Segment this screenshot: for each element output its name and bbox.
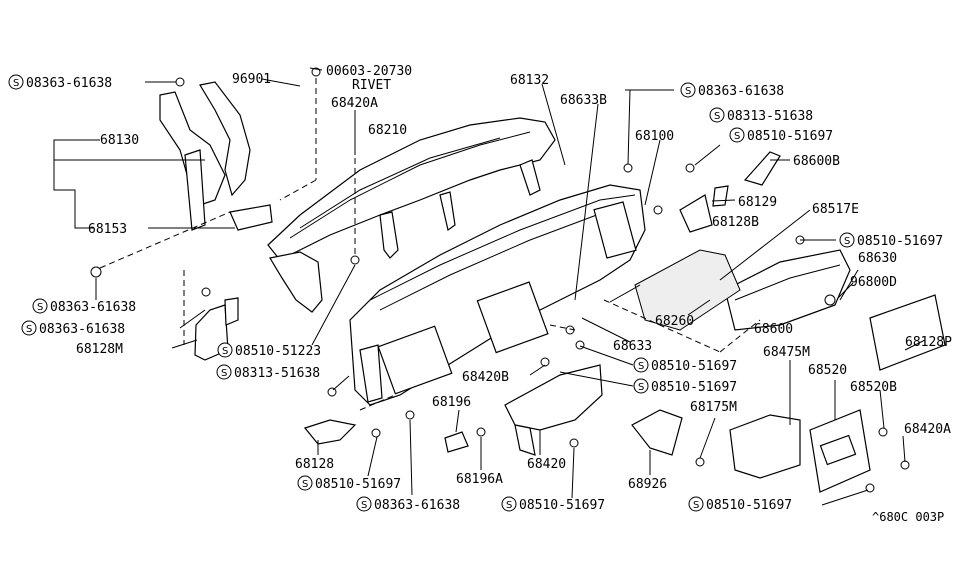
label-68520b: 68520B [850, 380, 897, 395]
label-08363-61638: 08363-61638 [50, 300, 136, 315]
bezel-68520-part [809, 409, 871, 493]
label-68517e: 68517E [812, 202, 859, 217]
figure-code: ^680C 003P [872, 510, 944, 524]
bracket-68600b-part [743, 151, 781, 186]
meter-cover-68420-part [504, 364, 603, 456]
label-68600: 68600 [754, 322, 793, 337]
label-68128p: 68128P [905, 335, 952, 350]
side-panel-68128p-part [869, 294, 946, 371]
label-rivet: RIVET [352, 78, 391, 93]
label-68130: 68130 [100, 133, 139, 148]
screw-symbol: S [638, 361, 644, 372]
label-68175m: 68175M [690, 400, 737, 415]
label-00603-20730: 00603-20730 [326, 64, 412, 79]
leader-lines [53, 67, 926, 506]
label-68633b: 68633B [560, 93, 607, 108]
label-08363-61638: 08363-61638 [39, 322, 125, 337]
label-68260: 68260 [655, 314, 694, 329]
screw-symbol: S [361, 500, 367, 511]
screw-symbol: S [506, 500, 512, 511]
left-bracket-part [159, 81, 273, 231]
label-68926: 68926 [628, 477, 667, 492]
label-08510-51697: 08510-51697 [706, 498, 792, 513]
label-08363-61638: 08363-61638 [26, 76, 112, 91]
screw-symbol: S [221, 368, 227, 379]
screw-symbol: S [13, 78, 19, 89]
bracket-68128-part [303, 419, 357, 445]
screw-symbol: S [693, 500, 699, 511]
screw-symbols: S S S S S S S S S S S S S S S [8, 74, 855, 512]
screw-symbol: S [638, 382, 644, 393]
dashboard-body-part [349, 184, 646, 406]
label-68128: 68128 [295, 457, 334, 472]
label-08510-51223: 08510-51223 [235, 344, 321, 359]
fasteners [90, 67, 910, 493]
glovebox-part [634, 249, 851, 331]
label-08363-61638: 08363-61638 [374, 498, 460, 513]
label-68128m: 68128M [76, 342, 123, 357]
label-68420a: 68420A [331, 96, 378, 111]
screw-symbol: S [302, 479, 308, 490]
pocket-68475m-part [729, 414, 801, 479]
screw-symbol: S [844, 236, 850, 247]
label-08510-51697: 08510-51697 [651, 359, 737, 374]
screw-symbol: S [26, 324, 32, 335]
label-96901: 96901 [232, 72, 271, 87]
label-08363-61638: 08363-61638 [698, 84, 784, 99]
label-68153: 68153 [88, 222, 127, 237]
screw-symbol: S [714, 111, 720, 122]
clip-68196-part [444, 431, 469, 453]
label-68196: 68196 [432, 395, 471, 410]
label-68100: 68100 [635, 129, 674, 144]
label-68132: 68132 [510, 73, 549, 88]
label-68630: 68630 [858, 251, 897, 266]
label-96800d: 96800D [850, 275, 897, 290]
label-68210: 68210 [368, 123, 407, 138]
label-68420: 68420 [527, 457, 566, 472]
dashboard-pad-part [267, 117, 556, 313]
label-68128b: 68128B [712, 215, 759, 230]
label-08313-51638: 08313-51638 [234, 366, 320, 381]
label-08510-51697: 08510-51697 [651, 380, 737, 395]
label-68475m: 68475M [763, 345, 810, 360]
label-68633: 68633 [613, 339, 652, 354]
label-68520: 68520 [808, 363, 847, 378]
part-labels: 08363-61638 96901 00603-20730 RIVET 6813… [26, 64, 952, 524]
screw-symbol: S [685, 86, 691, 97]
label-68129: 68129 [738, 195, 777, 210]
label-08510-51697: 08510-51697 [857, 234, 943, 249]
bracket-68926-part [631, 409, 683, 456]
screw-symbol: S [734, 131, 740, 142]
label-08510-51697: 08510-51697 [519, 498, 605, 513]
label-68600b: 68600B [793, 154, 840, 169]
label-08313-51638: 08313-51638 [727, 109, 813, 124]
screw-symbol: S [222, 346, 228, 357]
label-08510-51697: 08510-51697 [747, 129, 833, 144]
dashed-lines [99, 78, 761, 411]
screw-symbol: S [37, 302, 43, 313]
label-08510-51697: 08510-51697 [315, 477, 401, 492]
label-68420b: 68420B [462, 370, 509, 385]
label-68196a: 68196A [456, 472, 503, 487]
label-68420a: 68420A [904, 422, 951, 437]
